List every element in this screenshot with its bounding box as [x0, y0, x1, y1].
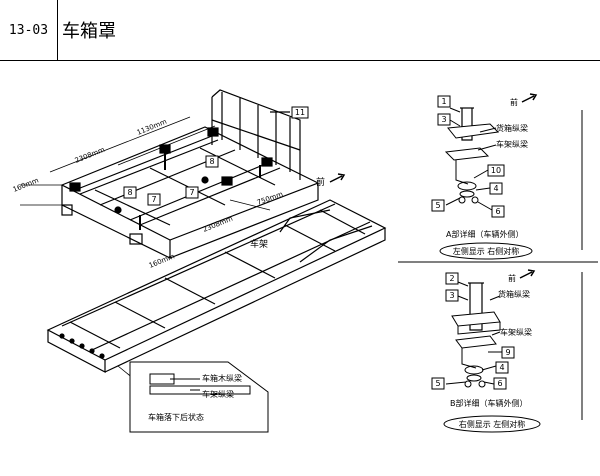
detail-a-part-6: 6 [495, 207, 500, 216]
detail-b-labels: 前 货箱纵梁 车架纵梁 2 3 9 4 5 6 B部详细（车辆外侧） 右侧显示 … [431, 269, 541, 433]
callout-8a: 8 [209, 157, 214, 166]
detail-a-front-label: 前 [510, 97, 518, 107]
callout-7a-box [185, 186, 199, 199]
callout-8a-box [205, 155, 219, 168]
header-bar: 13-03 车箱罩 [0, 0, 600, 61]
front-arrow-icon [329, 173, 346, 183]
callout-11-box [291, 106, 309, 119]
detail-a-part-5: 5 [435, 201, 440, 210]
detail-b-label-mid: 车架纵梁 [500, 327, 532, 337]
detail-b-part-2: 2 [449, 274, 454, 283]
inset-row1: 车箱木纵梁 [202, 373, 242, 383]
section-code: 13-03 [0, 0, 58, 60]
callout-7a: 7 [189, 188, 194, 197]
detail-b-note: 右侧显示 左侧对称 [459, 419, 526, 429]
detail-b-note-oval [443, 415, 541, 433]
detail-a-label-top: 货箱纵梁 [496, 123, 528, 133]
detail-b-caption: B部详细（车辆外侧） [450, 398, 528, 408]
detail-b-label-top: 货箱纵梁 [498, 289, 530, 299]
dim-160-top: 160mm [12, 176, 40, 194]
detail-a-label-mid: 车架纵梁 [496, 139, 528, 149]
detail-b-part-9: 9 [505, 348, 510, 357]
callout-7b-box [147, 193, 161, 206]
callout-11: 11 [295, 108, 305, 117]
detail-b-front-label: 前 [508, 273, 516, 283]
detail-a-part-4: 4 [493, 184, 498, 193]
detail-b-part-5: 5 [435, 379, 440, 388]
detail-a [444, 107, 500, 211]
inset-section: 车箱木纵梁 车架纵梁 车箱落下后状态 [129, 361, 269, 433]
cargo-box [20, 89, 320, 259]
dim-160-bottom: 160mm [148, 252, 176, 270]
frame-label: 车架 [250, 238, 268, 250]
detail-b [445, 281, 502, 388]
inset-caption: 车箱落下后状态 [148, 412, 204, 422]
detail-b-part-6: 6 [497, 379, 502, 388]
detail-a-part-10: 10 [491, 166, 501, 175]
page-title: 车箱罩 [62, 21, 116, 42]
detail-a-front-arrow-icon [521, 93, 538, 103]
detail-b-front-arrow-icon [519, 269, 536, 279]
detail-a-caption: A部详细（车辆外侧） [446, 229, 523, 239]
detail-a-note: 左侧显示 右侧对称 [453, 246, 520, 256]
callout-8b: 8 [127, 188, 132, 197]
frame-chassis [46, 199, 387, 393]
detail-b-part-3: 3 [449, 291, 454, 300]
inset-row2: 车架纵梁 [202, 389, 234, 399]
detail-a-note-oval [439, 242, 533, 260]
detail-a-part-3: 3 [441, 115, 446, 124]
callout-7b: 7 [151, 195, 156, 204]
detail-b-part-4: 4 [499, 363, 504, 372]
callout-8b-box [123, 186, 137, 199]
detail-a-labels: 前 货箱纵梁 车架纵梁 1 3 10 4 5 6 A部详细（车辆外侧） 左侧显示… [431, 93, 538, 260]
dim-2308-top: 2308mm [74, 146, 106, 165]
front-label-main: 前 [316, 176, 325, 188]
detail-a-part-1: 1 [441, 97, 446, 106]
